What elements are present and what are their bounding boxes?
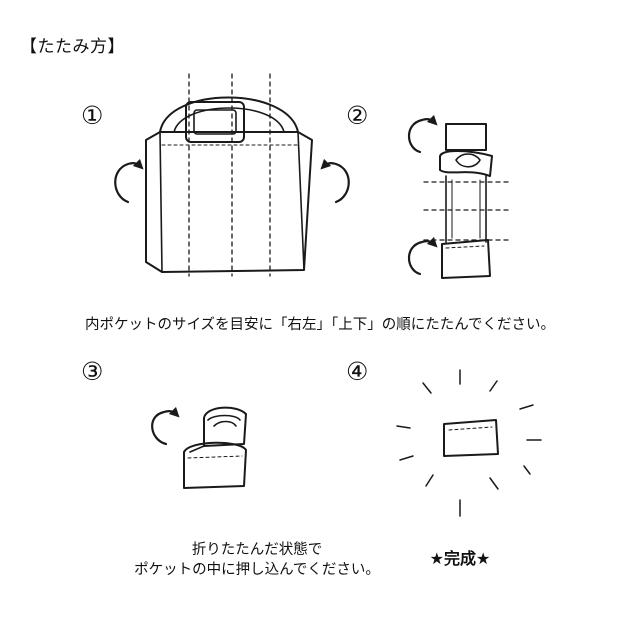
curved-arrow-icon — [407, 114, 438, 154]
step3-pocket-diagram — [151, 406, 247, 489]
step-number-1: ① — [81, 101, 104, 130]
page-title: 【たたみ方】 — [20, 37, 125, 57]
burst-lines — [396, 369, 542, 517]
step1-bag-diagram — [114, 73, 350, 277]
curved-arrow-icon — [114, 158, 144, 204]
step4-complete-label: ★完成★ — [429, 549, 491, 568]
step3-note-line: 折りたたんだ状態で — [191, 542, 323, 558]
curved-arrow-icon — [320, 158, 350, 204]
step2-folded-strip-diagram — [407, 114, 509, 279]
curved-arrow-icon — [151, 406, 180, 446]
curved-arrow-icon — [407, 236, 438, 276]
step3-note: 折りたたんだ状態で ポケットの中に押し込んでください。 — [0, 540, 514, 580]
step-number-2: ② — [346, 101, 369, 130]
step4-finished-diagram — [396, 369, 542, 517]
step-number-4: ④ — [346, 357, 369, 386]
folding-instruction: 内ポケットのサイズを目安に「右左」「上下」の順にたたんでください。 — [84, 317, 556, 333]
step-number-3: ③ — [81, 357, 104, 386]
step3-note-line: ポケットの中に押し込んでください。 — [134, 562, 380, 578]
